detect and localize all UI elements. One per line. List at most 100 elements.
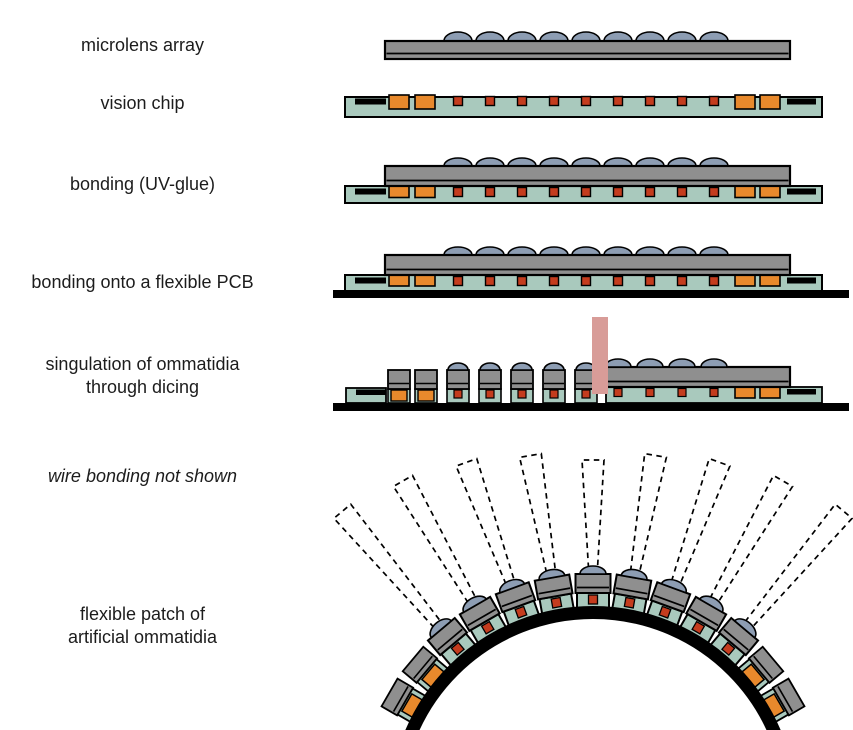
view-cone	[518, 452, 557, 573]
substrate-layer-divider	[653, 594, 685, 608]
photodetector	[514, 605, 528, 619]
patch-ommatidium	[709, 502, 853, 667]
substrate-piece	[510, 369, 534, 390]
substrate-layer-divider	[413, 655, 433, 679]
photodetector	[517, 389, 527, 399]
chip-end-bar-left	[355, 188, 386, 195]
photodetector	[452, 186, 464, 198]
photodetector	[658, 605, 672, 619]
substrate-body	[383, 164, 792, 188]
microlens-dome	[475, 157, 505, 167]
microlens-dome	[462, 595, 488, 614]
photodetector	[580, 186, 592, 198]
substrate-piece	[387, 369, 411, 390]
chip-end-bar-right	[787, 389, 816, 395]
view-cone	[454, 457, 516, 585]
microlens-dome	[635, 157, 665, 167]
photodetector	[721, 641, 736, 657]
photodetector	[516, 275, 528, 287]
chip-end-bar-right	[787, 277, 816, 284]
microlens-dome	[507, 246, 537, 256]
photodetector	[580, 275, 592, 287]
photodetector	[708, 186, 720, 198]
undiced-assembly	[604, 358, 823, 404]
chip-end-bar-left	[356, 389, 386, 395]
microlens-dome	[604, 358, 632, 368]
microlens-dome	[699, 246, 729, 256]
patch-edge-piece	[401, 645, 450, 693]
microlens-dome	[700, 358, 728, 368]
microlens-substrate	[383, 253, 792, 277]
patch-ommatidium	[645, 457, 732, 627]
label-flexible-patch-line2: artificial ommatidia	[67, 627, 218, 647]
photodetector	[516, 95, 528, 107]
patch-ommatidium	[454, 457, 541, 627]
substrate-piece	[574, 573, 612, 594]
microlens-dome	[443, 157, 473, 167]
microlens-dome	[660, 578, 688, 594]
photodetector	[612, 275, 624, 287]
substrate-piece	[478, 369, 502, 390]
photodetector	[548, 186, 560, 198]
label-singulation: singulation of ommatidia through dicing	[0, 353, 285, 399]
label-bonding-uv-glue: bonding (UV-glue)	[69, 174, 216, 194]
microlens-dome	[635, 31, 665, 42]
microlens-dome	[635, 246, 665, 256]
photodetector	[691, 620, 706, 635]
microlens-dome	[668, 358, 696, 368]
photodetector	[484, 186, 496, 198]
view-cone	[581, 459, 605, 569]
substrate-piece	[401, 645, 439, 685]
chip-end-bar-right	[787, 98, 816, 105]
microlens-dome	[429, 618, 453, 639]
photodetector	[450, 641, 465, 657]
photodetector	[612, 186, 624, 198]
microlens-dome	[539, 157, 569, 167]
microlens-dome	[603, 246, 633, 256]
photodetector	[452, 95, 464, 107]
singulated-ommatidium	[510, 362, 534, 404]
singulated-ommatidium	[574, 362, 598, 404]
photodetector	[676, 275, 688, 287]
microlens-dome	[636, 358, 664, 368]
photodetector	[452, 275, 464, 287]
microlens-dome	[511, 362, 533, 371]
flexible-pcb	[333, 290, 849, 298]
chip-end-bar-left	[355, 277, 386, 284]
patch-ommatidium	[574, 459, 612, 609]
patch-ommatidium	[332, 502, 477, 667]
bond-pad	[390, 389, 408, 402]
photodetector	[644, 186, 656, 198]
vision-chip	[344, 183, 823, 204]
microlens-dome	[699, 157, 729, 167]
view-cone	[629, 452, 668, 573]
substrate-piece	[542, 369, 566, 390]
photodetector	[550, 596, 563, 609]
bond-pad	[388, 94, 410, 110]
diced-edge-piece-left	[345, 387, 387, 404]
photodetector	[480, 620, 495, 635]
microlens-dome	[571, 246, 601, 256]
photodetector	[623, 596, 636, 609]
microlens-dome	[579, 565, 607, 575]
substrate-layer-divider	[615, 587, 648, 595]
photodetector	[484, 95, 496, 107]
vision-chip	[344, 94, 823, 118]
flexible-pcb-arc	[405, 606, 781, 730]
bond-pad	[734, 94, 756, 110]
singulated-pad-piece	[414, 369, 438, 404]
photodetector	[708, 275, 720, 287]
singulated-pad-piece	[387, 369, 411, 404]
label-microlens-array: microlens array	[80, 35, 205, 55]
bond-pad	[414, 94, 436, 110]
substrate-piece	[446, 369, 470, 390]
microlens-substrate	[604, 365, 792, 389]
microlens-dome	[507, 31, 537, 42]
photodetector	[453, 389, 463, 399]
label-flexible-patch: flexible patch of artificial ommatidia	[0, 603, 285, 649]
singulated-ommatidium	[446, 362, 470, 404]
chip-end-bar-left	[355, 98, 386, 105]
microlens-substrate	[383, 164, 792, 188]
